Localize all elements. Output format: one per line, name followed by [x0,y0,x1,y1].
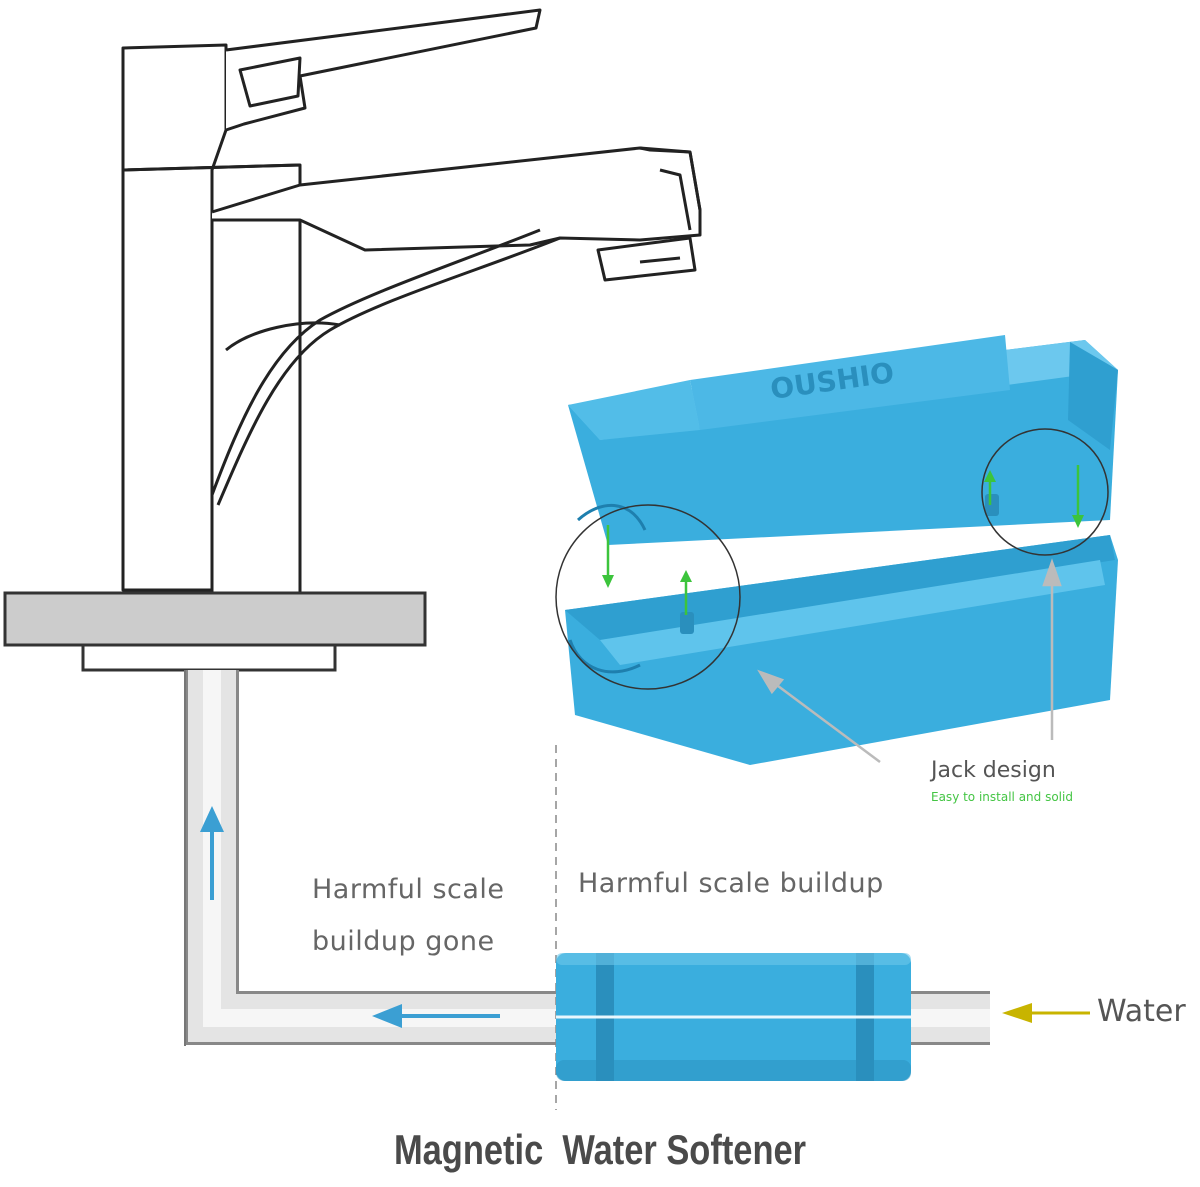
diagram-title: Magnetic Water Softener [393,1126,807,1173]
faucet-outline [121,8,702,595]
jack-design-label: Jack design [931,758,1056,783]
scale-gone-label-line1: Harmful scale [312,874,505,905]
countertop [3,591,427,672]
softener-top-half: OUSHIO [568,335,1118,545]
pointer-arrows-icon [757,558,1062,764]
jack-design-sublabel: Easy to install and solid [931,790,1073,804]
scale-gone-label-line2: buildup gone [312,926,495,957]
arrow-left-icon [372,1004,500,1028]
arrow-up-icon [200,806,224,900]
jack-detail-circle-left [555,504,741,690]
water-inlet-arrow-icon [1002,1003,1090,1023]
softener-bottom-half [565,494,1118,765]
jack-detail-circle-right [981,428,1109,556]
scale-buildup-label: Harmful scale buildup [578,868,884,899]
inline-softener [556,953,911,1081]
alignment-arrows-icon [602,465,1084,615]
water-label: Water [1097,994,1186,1029]
